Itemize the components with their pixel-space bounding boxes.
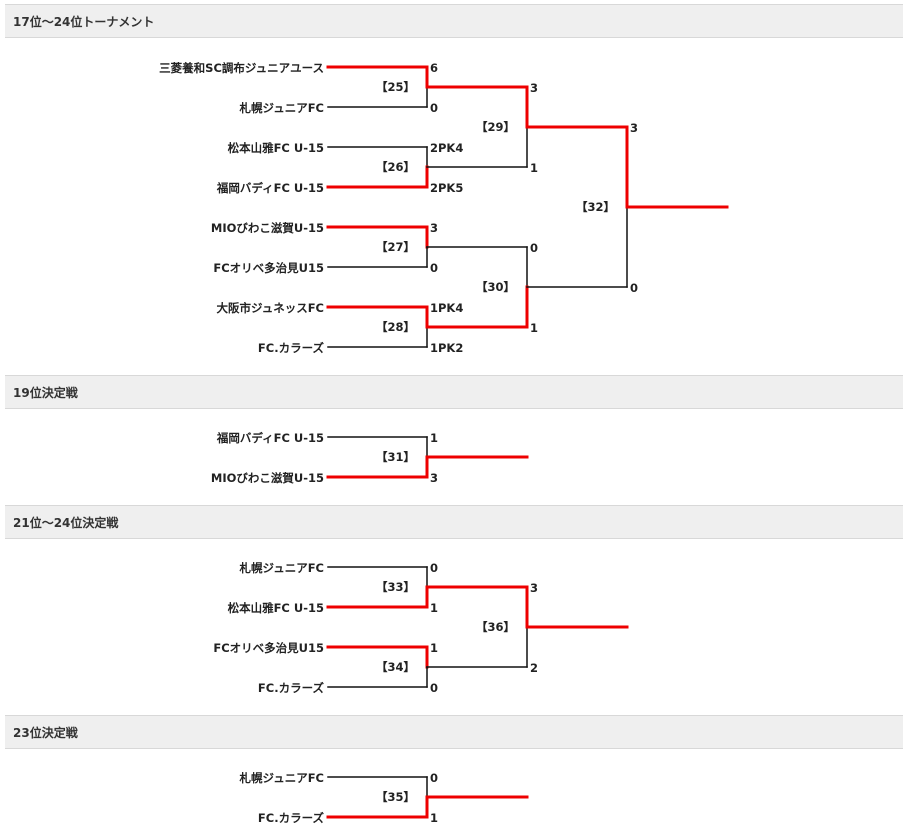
match-label: 【34】 [376,660,415,674]
score: 1 [530,321,538,335]
score: 2PK5 [430,181,463,195]
section-19-labels: 福岡バディFC U-15 MIOびわこ滋賀U-15 【31】 1 3 [211,431,438,485]
match-label: 【28】 [376,320,415,334]
score: 6 [430,61,438,75]
score: 0 [530,241,538,255]
bracket-lines [326,65,729,819]
section-21-24-labels: 札幌ジュニアFC 松本山雅FC U-15 FCオリベ多治見U15 FC.カラーズ… [213,561,538,695]
match-label: 【36】 [476,620,515,634]
match-label: 【31】 [376,450,415,464]
score: 1PK4 [430,301,463,315]
team-name: 大阪市ジュネッスFC [217,301,325,315]
team-name: 札幌ジュニアFC [239,101,325,115]
section-header-23: 23位決定戦 [5,715,903,749]
match-label: 【29】 [476,120,515,134]
match-label: 【33】 [376,580,415,594]
team-name: FCオリベ多治見U15 [213,261,324,275]
team-name: MIOびわこ滋賀U-15 [211,221,324,235]
section-header-21-24: 21位～24位決定戦 [5,505,903,539]
team-name: 札幌ジュニアFC [239,771,325,785]
team-name: FC.カラーズ [258,811,325,825]
team-name: 松本山雅FC U-15 [228,141,324,155]
team-name: 三菱養和SC調布ジュニアユース [159,61,324,75]
score: 3 [430,471,438,485]
team-name: 札幌ジュニアFC [239,561,325,575]
score: 2 [530,661,538,675]
score: 3 [430,221,438,235]
section-23-labels: 札幌ジュニアFC FC.カラーズ 【35】 0 1 [239,771,439,825]
score: 1 [430,641,438,655]
section-header-19: 19位決定戦 [5,375,903,409]
team-name: 松本山雅FC U-15 [228,601,324,615]
section-17-24-labels: 三菱養和SC調布ジュニアユース 札幌ジュニアFC 松本山雅FC U-15 福岡バ… [159,61,638,355]
score: 2PK4 [430,141,463,155]
score: 0 [430,261,438,275]
score: 0 [430,771,438,785]
team-name: FC.カラーズ [258,341,325,355]
team-name: MIOびわこ滋賀U-15 [211,471,324,485]
score: 3 [630,121,638,135]
score: 3 [530,581,538,595]
score: 3 [530,81,538,95]
team-name: FC.カラーズ [258,681,325,695]
score: 0 [430,101,438,115]
match-label: 【25】 [376,80,415,94]
match-label: 【35】 [376,790,415,804]
section-title: 21位～24位決定戦 [13,516,119,530]
score: 0 [430,681,438,695]
team-name: 福岡バディFC U-15 [216,431,324,445]
score: 1 [430,601,438,615]
section-title: 19位決定戦 [13,386,78,400]
match-label: 【26】 [376,160,415,174]
score: 0 [630,281,638,295]
section-header-17-24: 17位～24位トーナメント [5,4,903,38]
section-title: 23位決定戦 [13,726,78,740]
match-label: 【30】 [476,280,515,294]
team-name: 福岡バディFC U-15 [216,181,324,195]
score: 0 [430,561,438,575]
match-label: 【27】 [376,240,415,254]
team-name: FCオリベ多治見U15 [213,641,324,655]
score: 1 [530,161,538,175]
section-title: 17位～24位トーナメント [13,15,155,29]
match-label: 【32】 [576,200,615,214]
score: 1 [430,811,438,825]
score: 1 [430,431,438,445]
score: 1PK2 [430,341,463,355]
